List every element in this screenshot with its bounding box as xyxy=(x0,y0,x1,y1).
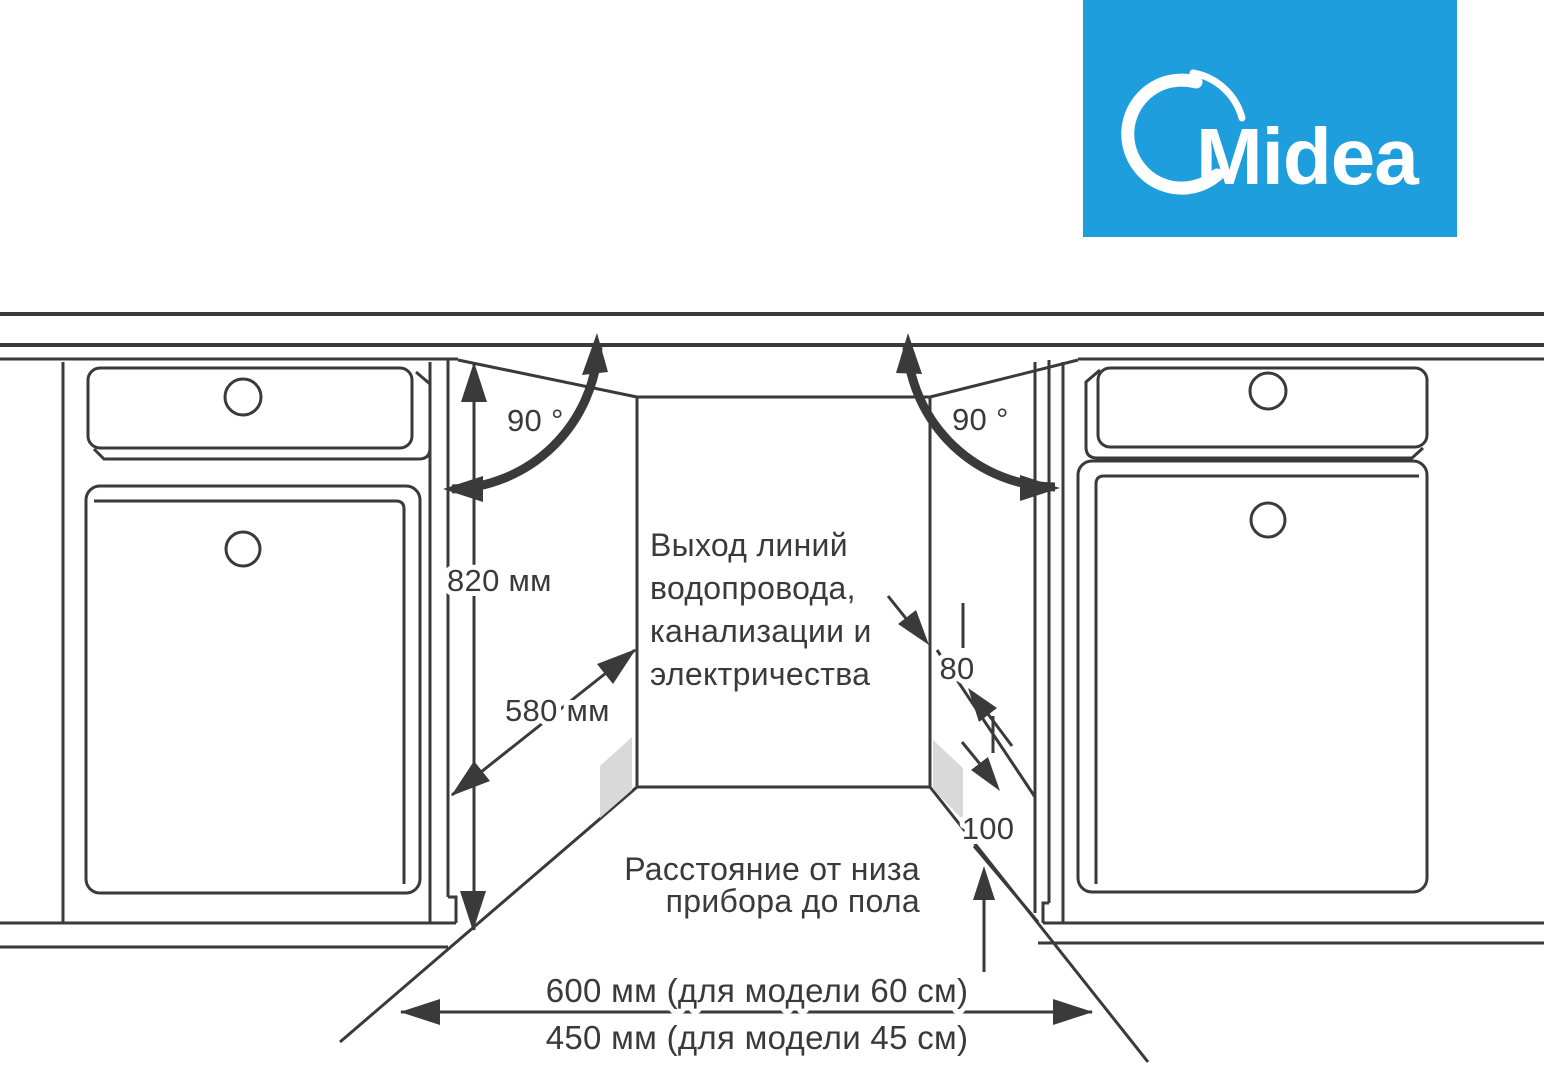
left-door-outline xyxy=(84,484,422,895)
depth-arrow-upper-icon xyxy=(597,649,636,684)
offset-arrow-down-icon xyxy=(971,757,1000,791)
dimension-height xyxy=(460,362,487,931)
height-arrow-down-icon xyxy=(460,891,486,931)
left-swing-arrow-up-icon xyxy=(582,333,608,375)
depth-arrow-lower-icon xyxy=(451,761,490,796)
floor-arrow-up-icon xyxy=(973,866,995,900)
width-label-60cm: 600 мм (для модели 60 см) xyxy=(546,972,969,1009)
left-drawer-front xyxy=(86,366,414,450)
right-swing-arrow-up-icon xyxy=(896,333,922,374)
floor-note-line2: прибора до пола xyxy=(666,883,920,919)
dimension-offset-80 xyxy=(935,603,1037,798)
width-arrow-right-icon xyxy=(1053,999,1093,1025)
utilities-label-line1: Выход линий xyxy=(650,527,848,563)
right-drawer-knob xyxy=(1248,371,1288,411)
niche-floor-edge-right xyxy=(928,786,1150,1063)
utilities-label-line4: электричества xyxy=(650,656,870,692)
floor-clearance-label-100: 100 xyxy=(962,811,1015,846)
width-label-45cm: 450 мм (для модели 45 см) xyxy=(546,1019,969,1056)
angle-label-left: 90 ° xyxy=(507,403,564,438)
left-door-knob xyxy=(224,530,262,568)
right-cabinet xyxy=(1033,360,1544,945)
niche-ceiling-edge-left xyxy=(457,358,638,399)
offset-arrow-up-icon xyxy=(968,688,997,722)
offset-extension-line xyxy=(935,649,1037,798)
height-arrow-up-icon xyxy=(461,362,487,402)
countertop xyxy=(0,312,1544,361)
right-door-knob xyxy=(1249,501,1287,539)
floor-note-line1: Расстояние от низа xyxy=(624,851,920,887)
right-drawer-bevel xyxy=(1084,368,1425,460)
niche-ceiling-edge-right xyxy=(929,358,1079,399)
left-drawer-bevel xyxy=(92,370,432,461)
utilities-leader xyxy=(886,595,929,645)
offset-label-80: 80 xyxy=(939,651,974,686)
midea-logo: Midea xyxy=(1083,0,1457,237)
right-door-outline xyxy=(1076,459,1429,894)
left-door-bevel xyxy=(94,499,406,884)
dimension-floor-100 xyxy=(972,845,1040,972)
utilities-leader-arrow-icon xyxy=(898,610,929,645)
left-cabinet-plinth-step xyxy=(448,895,458,923)
offset-arrow-shaft-lower xyxy=(960,741,982,765)
depth-label: 580 мм xyxy=(505,693,610,728)
right-cabinet-plinth-step xyxy=(1041,901,1049,923)
niche xyxy=(339,358,1150,1063)
utility-patch-left xyxy=(600,737,632,818)
midea-swoosh-flick-icon xyxy=(1189,69,1246,122)
right-swing-arrow-icon xyxy=(1020,475,1060,501)
utility-patch-right xyxy=(933,740,963,820)
height-label: 820 мм xyxy=(447,563,552,598)
depth-dimension-line xyxy=(451,648,636,797)
midea-logo-background xyxy=(1083,0,1457,237)
midea-wordmark: Midea xyxy=(1196,112,1419,201)
angle-label-right: 90 ° xyxy=(952,402,1009,437)
dimension-depth xyxy=(451,648,636,797)
midea-swoosh-icon xyxy=(1121,73,1224,195)
width-arrow-left-icon xyxy=(400,999,440,1025)
left-drawer-knob xyxy=(223,377,263,417)
niche-floor-edge-left xyxy=(339,785,638,1044)
left-cabinet xyxy=(0,360,458,949)
dimension-width xyxy=(400,999,1093,1025)
utilities-label-line2: водопровода, xyxy=(650,570,856,606)
labels: 90 ° 90 ° 820 мм 580 мм Выход линий водо… xyxy=(442,397,1019,1061)
door-swing-right xyxy=(896,333,1060,501)
right-door-bevel xyxy=(1094,474,1419,884)
right-drawer-front xyxy=(1096,366,1429,449)
floor-extension-line xyxy=(972,845,1040,923)
utilities-label-line3: канализации и xyxy=(650,613,872,649)
